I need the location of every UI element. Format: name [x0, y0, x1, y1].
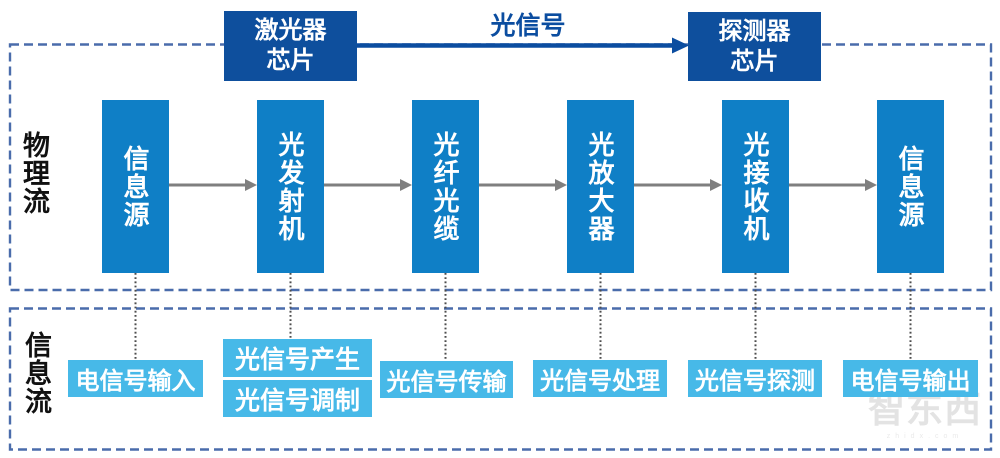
- flow-arrow-5: [789, 179, 877, 191]
- laser-chip-box: 激光器 芯片: [224, 11, 357, 81]
- node-label: 光纤光缆: [430, 130, 460, 243]
- node-box-amplifier: 光放大器: [567, 100, 634, 273]
- node-box-transmitter: 光发射机: [257, 100, 324, 273]
- flow-arrow-4: [634, 179, 722, 191]
- node-label: 光接收机: [740, 130, 770, 243]
- physical-flow-label: 物理流: [19, 131, 49, 215]
- optical-signal-arrow: [356, 37, 689, 54]
- laser-chip-line1: 激光器: [254, 17, 327, 44]
- info-box-optical-generate: 光信号产生: [223, 339, 372, 377]
- optical-signal-label: 光信号: [490, 12, 566, 40]
- info-flow-frame: [8, 307, 993, 451]
- info-box-electrical-output: 电信号输出: [843, 360, 978, 397]
- info-box-optical-process: 光信号处理: [533, 360, 667, 397]
- node-box-fiber-cable: 光纤光缆: [412, 100, 479, 273]
- flow-arrow-2: [324, 179, 412, 191]
- watermark-url: zhidx.com: [886, 433, 964, 441]
- node-label: 光放大器: [585, 130, 615, 243]
- info-flow-label: 信息流: [21, 331, 51, 415]
- info-box-electrical-input: 电信号输入: [68, 360, 203, 397]
- node-label: 信息源: [895, 144, 925, 229]
- node-box-receiver: 光接收机: [722, 100, 789, 273]
- info-box-optical-modulate: 光信号调制: [223, 380, 372, 417]
- laser-chip-line2: 芯片: [266, 47, 315, 74]
- detector-chip-line1: 探测器: [718, 17, 791, 45]
- flow-arrow-3: [479, 179, 567, 191]
- node-box-source-out: 信息源: [877, 100, 944, 273]
- flow-arrow-1: [169, 179, 257, 191]
- node-label: 信息源: [120, 144, 150, 229]
- info-box-optical-detect: 光信号探测: [688, 360, 822, 397]
- detector-chip-line2: 芯片: [730, 47, 779, 75]
- node-label: 光发射机: [275, 130, 305, 243]
- detector-chip-box: 探测器 芯片: [688, 12, 821, 81]
- info-box-optical-transmit: 光信号传输: [380, 361, 513, 398]
- node-box-source-in: 信息源: [102, 100, 169, 273]
